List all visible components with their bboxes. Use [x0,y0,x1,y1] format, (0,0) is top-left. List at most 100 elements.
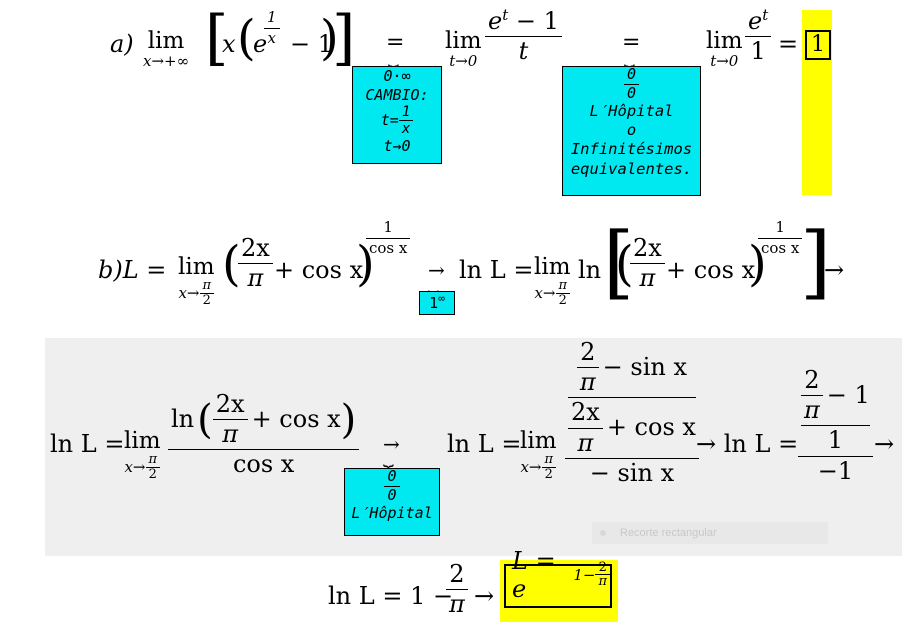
b2-exponent: 1 cos x [758,218,803,257]
result-exp-den: π [598,574,607,590]
limit-a1: lim x→+∞ [143,30,189,70]
b-exponent: 1 cos x [366,218,411,257]
d-arrow: → [474,582,495,610]
lim-sub-2: 2 [544,466,553,482]
num-exp: t [502,6,509,24]
label-a: a) [110,30,134,58]
box2-num: 0 [626,65,637,83]
lim-sub-pi: π [202,278,212,293]
d-result-box: L = e 1− 2 π [504,547,612,608]
b2-left-paren: ( [615,236,634,292]
right-paren: ) [320,10,339,66]
left-bracket: [ [205,3,229,73]
c-lhs1: ln L = [50,430,125,458]
underbrace-2: ⏟ [624,47,635,68]
frac-num: 2 [449,560,465,588]
tooltip-label: Recorte rectangular [620,527,717,539]
snip-tooltip[interactable]: Recorte rectangular [592,522,828,544]
b-underbrace: ⏟ [428,273,439,294]
box1-line: 0·∞ [383,67,411,85]
gray-panel [45,338,902,556]
exp-num: 1 [775,218,785,236]
num-ln: ln [171,405,195,434]
lim-sub-pi: π [544,452,554,467]
left-paren: ( [237,10,256,66]
b2-plus-cos: + cos x [666,256,756,284]
box2-line: equivalentes. [570,159,693,178]
exp-den: cos x [761,238,800,257]
box-den: 0 [387,485,397,504]
result-L: L = e [512,547,556,603]
box1-t: t= [380,111,399,130]
mid-rest: + cos x [606,413,696,442]
lim-sub: t→0 [449,52,478,70]
note-box-lhopital: 0 0 L′Hôpital o Infinitésimos equivalent… [562,66,701,196]
underbrace-1: ⏟ [388,47,399,68]
lim-word: lim [706,28,743,54]
b-end-arrow: → [824,256,845,284]
c-arrow2: → ln L = [696,430,799,458]
lim-word: lim [534,254,571,280]
b-lnL: ln L = [459,256,534,284]
box2-line: Infinitésimos [570,140,693,159]
top-pi: π [579,368,596,397]
snip-icon [600,530,606,536]
frac-den: π [247,264,264,293]
result-a: 1 [805,30,831,60]
d-lhs: ln L = 1 − [328,582,454,610]
r-den: −1 [817,456,854,485]
eq-sym-1: = [386,30,405,55]
lim-sub-x: x→ [520,457,542,476]
mid-2x: 2x [571,398,600,427]
limit-b1: lim x→ π 2 [178,256,215,307]
exp-num: 1 [383,218,393,236]
r-rest: − 1 [826,381,870,410]
r-mid: 1 [827,426,844,455]
frac-num: 2x [633,234,662,262]
b2-fraction: 2x π [630,234,665,293]
lim-sub-2: 2 [558,292,567,308]
top-2: 2 [580,338,596,366]
r-pi: π [804,396,820,425]
right-bracket: ] [332,3,356,73]
bottom-den: − sin x [589,458,675,487]
b-indeterminate-box: 1∞ [419,291,455,315]
limit-c2: lim x→ π 2 [520,430,557,481]
box2-line: o [626,120,637,139]
c-underbrace: ⏟ [383,447,394,468]
result-highlight-column [802,10,832,195]
num-exp: t [762,6,769,24]
lim-sub-pi: π [558,278,568,293]
box-exp: ∞ [438,292,445,305]
c-lhs2: ln L = [447,430,522,458]
b-right-paren: ) [356,236,375,292]
c-arrow3: → [874,430,895,458]
den-cos: cos x [232,450,295,479]
box1-den: x [401,121,411,138]
exp-den: x [267,28,276,47]
num-e: e [488,7,503,35]
expr-minus1: − 1 [290,30,334,58]
exp-fraction: 1 x [264,9,280,47]
c-lhopital-box: 0 0 L′Hôpital [344,468,440,536]
final-highlight [500,560,618,622]
d-fraction: 2 π [446,560,468,617]
note-box-change: 0·∞ CAMBIO: t= 1 x t→0 [352,66,442,164]
b-arrow: → [428,258,445,282]
frac-num: 2x [241,234,270,262]
den-t: t [518,37,529,66]
exp-den: cos x [369,238,408,257]
box1-line: t→0 [383,136,411,155]
limit-a2: lim t→0 [445,30,482,70]
result-exp-1: 1− [573,565,596,584]
box2-line: L′Hôpital [589,101,674,120]
lim-sub-2: 2 [202,292,211,308]
b-right-bracket: ] [800,215,832,308]
frac-den: π [639,264,656,293]
box1-num: 1 [401,103,411,120]
b-ln: ln [578,256,602,284]
b2-right-paren: ) [748,236,767,292]
num-pi: π [222,420,239,449]
